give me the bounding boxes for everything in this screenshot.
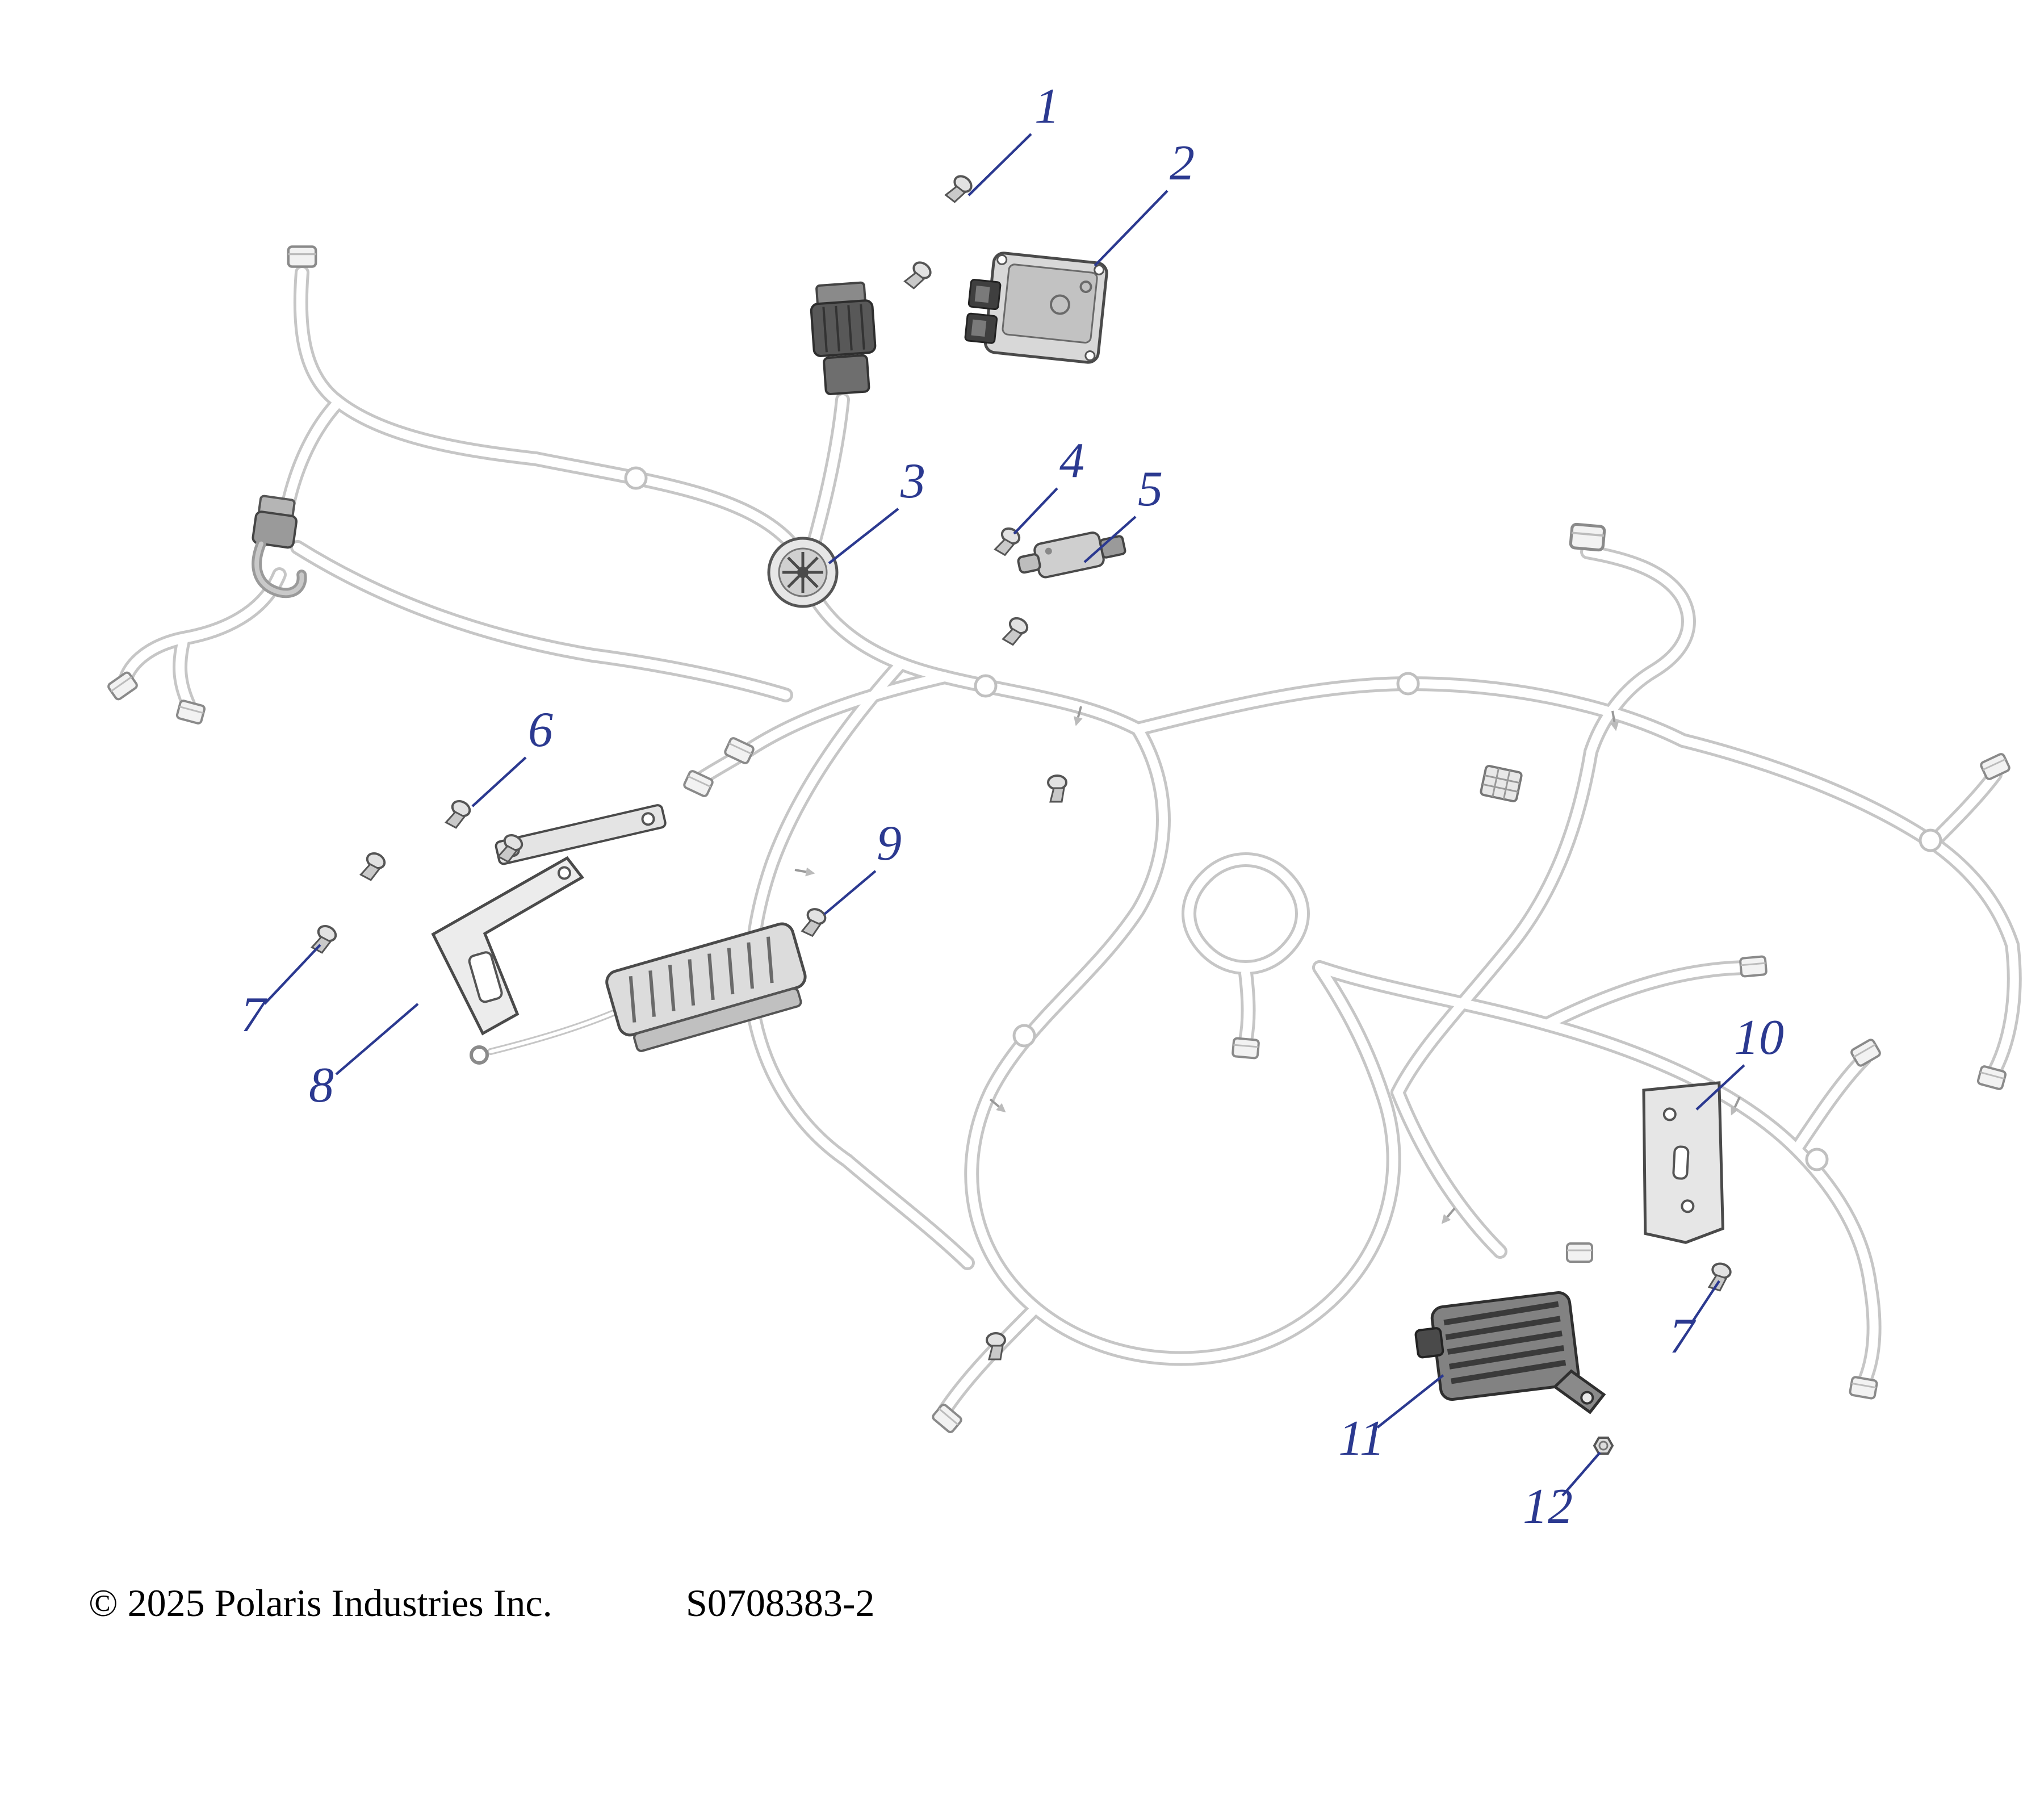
screw [1000,614,1031,648]
copyright-text: © 2025 Polaris Industries Inc. [89,1583,552,1625]
callout-9-number: 9 [877,816,902,871]
callout-7-left-leader [263,944,321,1005]
callout-12-leader [1561,1451,1601,1497]
callout-9-leader [823,870,877,915]
harness-connectors [106,246,2012,1435]
callout-7-right-number: 7 [1669,1309,1697,1364]
connector [1570,524,1605,550]
screw [902,258,935,292]
callout-3-leader [828,508,899,564]
callout-7-right-leader [1690,1280,1720,1325]
nut [1593,1437,1614,1455]
connector-multipin [1480,765,1523,802]
component-bracket-bar [495,804,667,865]
connector [175,698,207,726]
component-bracket-fuse [431,856,585,1036]
screw [1047,774,1067,803]
callout-7-left-number: 7 [241,987,268,1043]
component-bracket-right [1642,1081,1724,1244]
screw [359,851,387,882]
component-grommet [767,537,839,608]
component-fuse-box [605,922,807,1052]
connector [930,1402,964,1435]
callout-6-number: 6 [528,702,553,757]
part-number-text: S0708383-2 [686,1583,875,1625]
callout-2-leader [1094,190,1168,267]
screw [943,171,975,206]
callout-4-leader [1013,487,1058,535]
connector [288,246,316,266]
component-ecu [964,252,1108,364]
component-main-connector [810,281,877,395]
connector [1231,1037,1260,1060]
component-sensor [1017,531,1126,579]
callout-11-number: 11 [1338,1411,1384,1466]
callout-12-number: 12 [1523,1479,1573,1534]
callout-8-number: 8 [309,1058,334,1113]
callout-1-leader [967,133,1032,196]
harness-clamp-bands [624,466,1942,1171]
callout-6-leader [471,756,527,807]
callout-5-leader [1083,516,1137,563]
screw [1706,1260,1733,1293]
callout-5-number: 5 [1138,462,1163,517]
connector [1566,1242,1593,1263]
connector [1848,1375,1879,1400]
fasteners [310,171,1733,1455]
clip-icon [793,864,817,880]
callout-4-number: 4 [1059,433,1084,488]
callout-11-leader [1376,1374,1444,1429]
connector [1979,752,2012,781]
screw [799,905,829,939]
callout-3-number: 3 [900,454,925,509]
component-pump-connector [252,495,307,598]
callout-2-number: 2 [1170,136,1195,191]
ground-wire [470,1002,638,1065]
callout-8-leader [335,1003,419,1075]
screw [444,798,472,830]
connector [1739,955,1768,978]
callout-10-leader [1695,1064,1745,1111]
callout-1-number: 1 [1034,79,1059,134]
eyelet-terminal-icon [470,1045,489,1065]
callout-10-number: 10 [1734,1010,1784,1065]
component-regulator [1414,1291,1606,1414]
